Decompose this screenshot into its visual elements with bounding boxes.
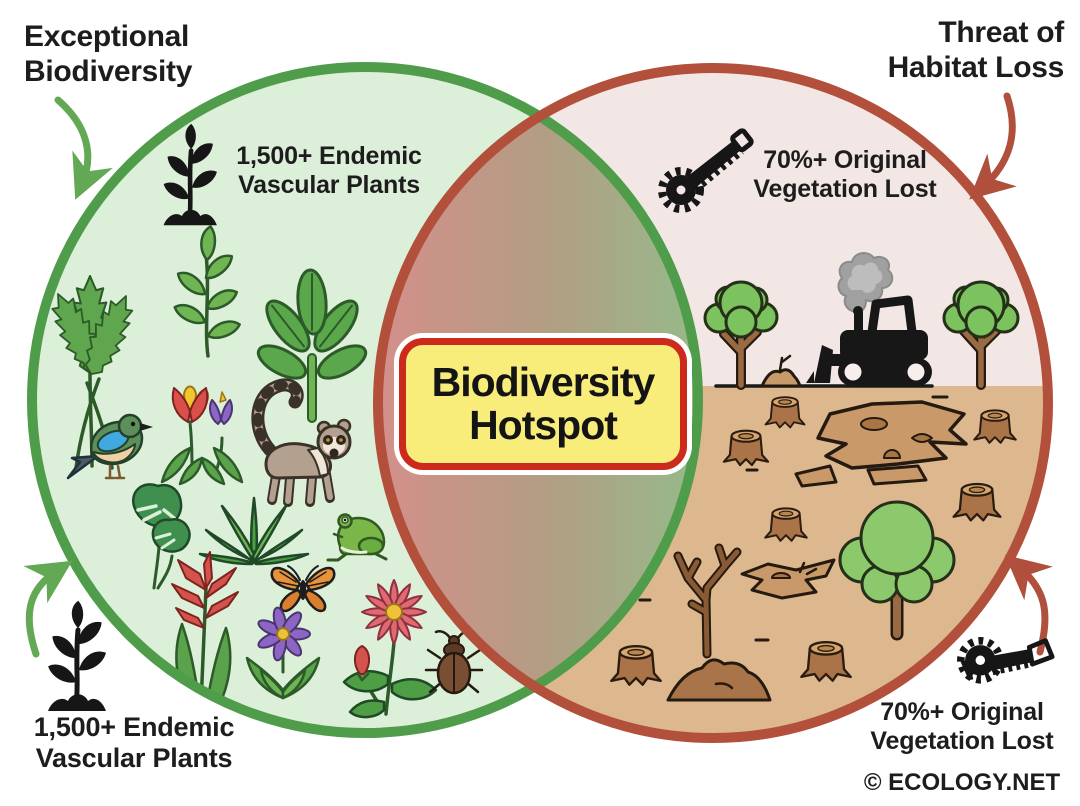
arrow-top-left [54,96,113,200]
center-label-line2: Hotspot [469,402,618,448]
tree-icon [703,280,779,390]
center-label-line1: Biodiversity [431,358,656,405]
right-circle-title: Threat of Habitat Loss [887,16,1065,85]
lone-tree-icon [838,500,956,641]
monstera-icon [131,483,191,590]
deforestation-illustrations [610,252,1020,702]
smoke-inner [847,262,883,293]
tree-stump-icon [800,641,852,682]
right-circle-outline [373,63,1053,743]
left-stat-bottom: 1,500+ Endemic Vascular Plants [33,712,235,773]
left-circle-title: Exceptional Biodiversity [24,20,192,89]
copyright-credit: © ECOLOGY.NET [863,769,1061,796]
bird-icon [66,413,153,480]
arrow-bottom-left [23,560,73,658]
tree-stump-icon [973,409,1017,444]
tropical-flowers-icon [160,385,244,486]
tree-frog-icon [326,513,388,562]
left-stat-top: 1,500+ Endemic Vascular Plants [236,142,422,199]
right-title-line2: Habitat Loss [887,50,1065,84]
cracked-soil-icon [740,558,836,600]
dirt-bump-icon [760,354,802,388]
tree-icon [942,280,1020,390]
tree-stump-icon [722,429,770,467]
left-title-line2: Biodiversity [24,54,193,88]
leafy-plant-icon [170,223,243,358]
right-stat-bottom: 70%+ Original Vegetation Lost [870,698,1054,755]
dahlia-flower-icon [342,579,438,719]
dirt-mound-icon [666,658,772,702]
cracked-soil-icon [794,400,968,488]
arrow-bottom-right [1004,554,1053,656]
seedling-icon [45,600,109,711]
center-label-box: Biodiversity Hotspot [399,338,687,470]
agave-icon [198,496,310,566]
tree-stump-icon [610,645,662,686]
purple-flower-icon [245,606,321,700]
dead-tree-icon [673,543,742,659]
circular-saw-icon [957,637,1055,684]
bulldozer-icon [806,295,932,386]
circular-saw-icon [658,128,754,213]
arrow-top-right [969,92,1017,200]
tree-stump-icon [764,507,808,542]
right-stat-top: 70%+ Original Vegetation Lost [753,146,937,203]
tree-stump-icon [764,396,806,429]
ring-tailed-lemur-icon [251,378,352,507]
banana-plant-icon [256,268,368,423]
left-title-line1: Exceptional [24,20,190,53]
right-title-line1: Threat of [938,16,1064,49]
tree-stump-icon [952,482,1002,522]
butterfly-icon [270,565,336,613]
left-circle-outline [27,62,703,738]
